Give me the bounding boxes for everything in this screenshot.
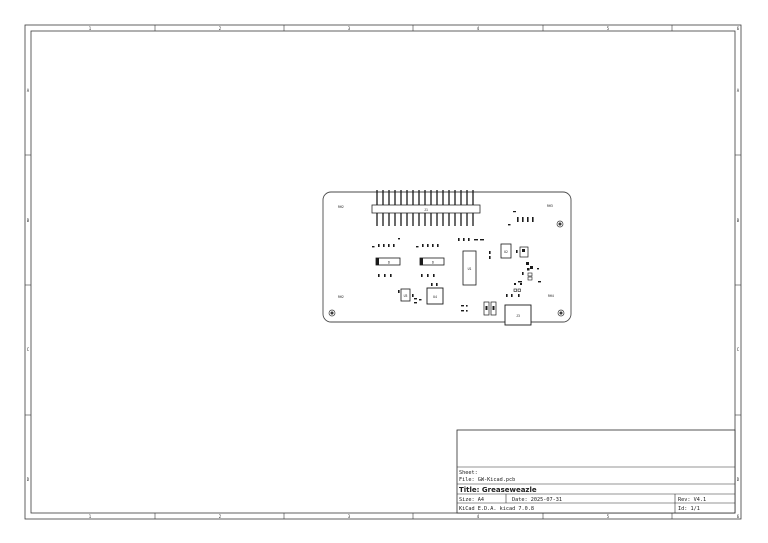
diode-d2-label: D: [432, 261, 434, 265]
ic-u4[interactable]: U4: [426, 287, 444, 305]
smd-near-u3: [398, 290, 422, 304]
mounting-hole: [328, 309, 336, 317]
smd-row-center: [458, 238, 484, 241]
zone-labels-left: A B C D: [27, 88, 30, 482]
zone-row-b-left: B: [27, 218, 30, 223]
title-block: Sheet: File: GW-Kicad.pcb Title: Greasew…: [456, 429, 736, 514]
ic-u2-label: U2: [504, 250, 508, 254]
zone-col-1-top: 1: [89, 26, 92, 31]
label-rh-bottom-right: RH4: [548, 294, 554, 298]
title-block-frame: [456, 429, 736, 514]
zone-row-d-right: D: [737, 477, 740, 482]
date-label: Date: 2025-07-31: [512, 497, 562, 503]
ic-u3[interactable]: U3: [400, 288, 411, 302]
zone-row-c-right: C: [737, 347, 740, 352]
ic-u3-label: U3: [404, 294, 408, 298]
smd-bottom-center: [461, 301, 497, 316]
ic-u1-label: U1: [468, 267, 472, 271]
zone-col-2-bottom: 2: [219, 514, 222, 519]
header-pins: [376, 190, 474, 226]
zone-col-5-bottom: 5: [607, 514, 610, 519]
smd-row-left: [372, 238, 400, 248]
mounting-hole: [556, 220, 564, 228]
zone-labels-top: 1 2 3 4 5 6: [89, 26, 740, 31]
zone-col-4-top: 4: [477, 26, 480, 31]
connector-j3-label: J3: [516, 314, 520, 318]
ic-u1[interactable]: U1: [462, 250, 477, 286]
label-rh-bottom-left: RH2: [338, 295, 344, 299]
zone-col-6-top: 6: [737, 26, 740, 31]
tool-label: KiCad E.D.A. kicad 7.0.8: [459, 506, 534, 512]
zone-col-5-top: 5: [607, 26, 610, 31]
zone-col-2-top: 2: [219, 26, 222, 31]
pcb-board[interactable]: RH2 RH3 RH2 RH4: [322, 190, 572, 326]
diode-d1[interactable]: D: [375, 257, 401, 266]
zone-row-c-left: C: [27, 347, 30, 352]
zone-row-a-left: A: [27, 88, 30, 93]
zone-col-4-bottom: 4: [477, 514, 480, 519]
connector-j3[interactable]: J3: [504, 304, 532, 326]
header-body: [371, 204, 481, 214]
title-label: Title: Greaseweazle: [459, 486, 537, 494]
smd-cluster-top-right: [508, 211, 534, 226]
smd-row-mid: [416, 244, 439, 248]
size-label: Size: A4: [459, 497, 484, 503]
zone-row-d-left: D: [27, 477, 30, 482]
ic-u4-label: U4: [433, 295, 437, 299]
rev-label: Rev: V4.1: [678, 497, 706, 503]
ic-u2[interactable]: U2: [500, 243, 512, 259]
smd-row-under-diodes: [378, 274, 435, 277]
smd-near-u4: [431, 283, 438, 286]
outer-frame: [24, 24, 742, 520]
pin-header-j1[interactable]: J1: [371, 190, 481, 226]
id-label: Id: 1/1: [678, 506, 700, 512]
zone-row-a-right: A: [737, 88, 740, 93]
diode-d2[interactable]: D: [419, 257, 445, 266]
zone-labels-right: A B C D: [737, 88, 740, 482]
file-label: File: GW-Kicad.pcb: [459, 477, 515, 483]
zone-col-6-bottom: 6: [737, 514, 740, 519]
label-rh-top-left: RH2: [338, 205, 344, 209]
label-rh-top-right: RH3: [547, 204, 553, 208]
zone-row-b-right: B: [737, 218, 740, 223]
zone-col-3-bottom: 3: [348, 514, 351, 519]
zone-labels-bottom: 1 2 3 4 5 6: [89, 514, 740, 519]
diode-d1-label: D: [388, 261, 390, 265]
mounting-hole: [557, 309, 565, 317]
smd-cluster-right: [489, 246, 541, 297]
inner-frame: [30, 30, 736, 514]
zone-col-1-bottom: 1: [89, 514, 92, 519]
sheet-label: Sheet:: [459, 470, 478, 476]
header-label: J1: [424, 208, 428, 212]
zone-ticks: [25, 25, 741, 519]
zone-col-3-top: 3: [348, 26, 351, 31]
